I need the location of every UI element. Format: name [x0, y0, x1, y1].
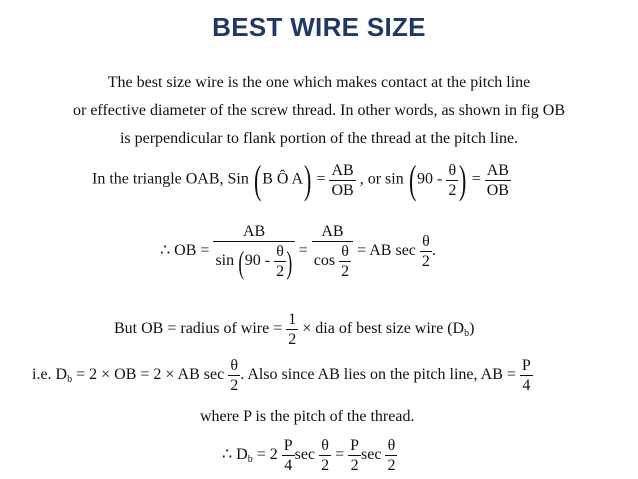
- eq1-equals-2: =: [471, 170, 481, 188]
- paragraph-line-2: or effective diameter of the screw threa…: [73, 102, 565, 119]
- eq2-equals: =: [298, 242, 308, 260]
- paragraph-line-3: is perpendicular to flank portion of the…: [119, 130, 519, 147]
- eq2-ab-sec: = AB sec: [357, 242, 416, 260]
- eq1-angle: B Ô A: [262, 170, 304, 188]
- eq3-post: × dia of best size wire (D: [302, 320, 465, 338]
- eq4-post: . Also since AB lies on the pitch line, …: [240, 366, 516, 384]
- eq1-prefix: In the triangle OAB, Sin: [92, 170, 249, 188]
- eq2-prefix: ∴ OB =: [160, 242, 210, 260]
- paragraph-line-1: The best size wire is the one which make…: [107, 74, 531, 91]
- eq1-or: , or sin: [359, 170, 404, 188]
- eq6-equals: = 2: [256, 446, 278, 464]
- eq1-equals: =: [316, 170, 326, 188]
- eq4-mid: = 2 × OB = 2 × AB sec: [76, 366, 225, 384]
- eq1-arg: 90 -: [417, 170, 443, 188]
- eq6-prefix: ∴ D: [222, 446, 248, 464]
- eq3-prefix: But OB = radius of wire =: [114, 320, 283, 338]
- page-title: BEST WIRE SIZE: [212, 12, 426, 42]
- eq4-prefix: i.e. D: [32, 366, 68, 384]
- pitch-note: where P is the pitch of the thread.: [200, 408, 415, 425]
